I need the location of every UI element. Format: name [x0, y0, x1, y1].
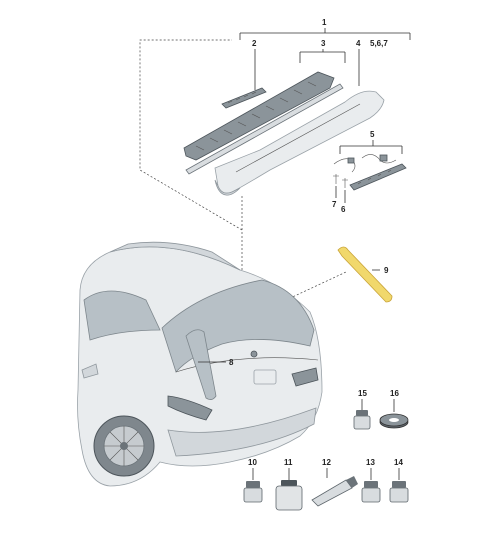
part-5-wiring-harness	[333, 154, 407, 191]
callout-8: 8	[229, 358, 234, 367]
callout-group-3: 3	[299, 39, 346, 63]
callout-group-2: 2	[252, 39, 257, 90]
part-16-tape-roll: 16	[379, 389, 409, 429]
part-14-container: 14	[389, 458, 409, 503]
part-3-rail	[183, 71, 344, 175]
part-12-tube: 12	[311, 458, 358, 507]
callout-4: 4	[356, 39, 361, 48]
callout-5: 5	[370, 130, 375, 139]
part-9-trim-strip: 9	[337, 246, 393, 303]
callout-7: 7	[332, 200, 337, 209]
callout-6: 6	[341, 205, 346, 214]
callout-12: 12	[322, 458, 331, 467]
callout-group-1: 1	[239, 18, 411, 40]
callout-group-5: 5	[339, 130, 403, 154]
callout-11: 11	[284, 458, 293, 467]
callout-14: 14	[394, 458, 403, 467]
callout-3: 3	[321, 39, 326, 48]
part-15-container: 15	[353, 389, 371, 430]
callout-16: 16	[390, 389, 399, 398]
callout-15: 15	[358, 389, 367, 398]
part-10-container: 10	[243, 458, 263, 503]
part-4-spoiler	[214, 90, 385, 196]
callout-10: 10	[248, 458, 257, 467]
callout-1: 1	[322, 18, 327, 27]
callout-group-7: 7	[332, 174, 339, 209]
car-rear-view	[77, 241, 323, 487]
callout-9: 9	[384, 266, 389, 275]
callout-group-4: 4	[356, 39, 361, 86]
detail-guide-lines	[139, 39, 347, 301]
callout-2: 2	[252, 39, 257, 48]
callout-group-6: 6	[341, 178, 348, 214]
part-11-bottle: 11	[275, 458, 303, 511]
callout-13: 13	[366, 458, 375, 467]
callout-group-8: 8	[198, 358, 234, 367]
callout-5-6-7: 5,6,7	[370, 39, 388, 48]
part-2-bracket	[221, 87, 267, 109]
part-13-container: 13	[361, 458, 381, 503]
